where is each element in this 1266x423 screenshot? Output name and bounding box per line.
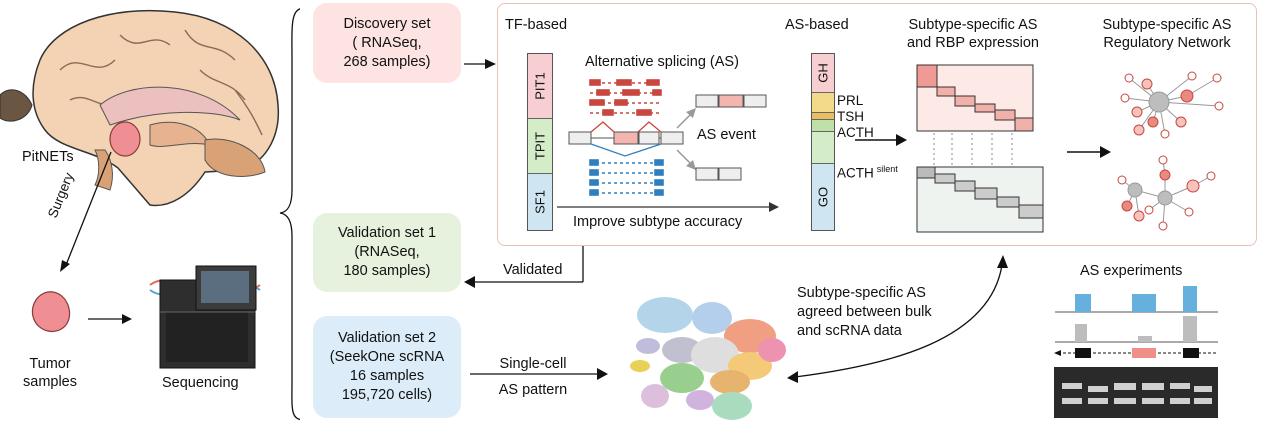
gene-model [568,121,684,157]
bidirectional-arrow [794,264,1003,378]
red-isoforms [589,79,662,116]
as-subtype-prl: PRL [837,93,864,108]
as-bar: GH GO [811,53,835,231]
validated-label: Validated [503,262,563,278]
as-title: Alternative splicing (AS) [585,54,739,70]
tumor-sample-icon [31,291,71,333]
bottom-flow-graphics [464,246,1218,420]
agreed-label: Subtype-specific AS agreed between bulk … [797,285,932,339]
pituitary-tumor-icon [109,121,141,157]
as-segment-acth [812,120,834,132]
as-event-label: AS event [697,127,756,143]
tf-segment-tpit: TPIT [528,119,552,174]
improve-accuracy-label: Improve subtype accuracy [573,214,743,230]
as-segment-acth-silent [812,132,834,164]
network-title: Subtype-specific AS Regulatory Network [1102,17,1232,51]
single-cell-label: Single-cell AS pattern [498,356,568,398]
pitnets-label: PitNETs [22,149,74,165]
subtype-heatmap-top [916,64,1034,132]
regulatory-network-bottom [1117,155,1216,231]
as-segment-gh: GH [812,54,834,93]
rbp-heatmap-bottom [916,166,1044,233]
brain-icon [0,9,280,207]
analysis-panel [497,3,1257,246]
discovery-arrow [464,59,496,69]
validation-set-1-box: Validation set 1 (RNASeq, 180 samples) [313,213,461,292]
regulatory-network-top [1120,71,1224,139]
sequencer-icon [149,265,261,369]
as-segment-go: GO [812,164,834,230]
as-subtype-acth: ACTH [837,125,874,140]
brace [279,8,300,421]
validation-set-2-box: Validation set 2 (SeekOne scRNA 16 sampl… [313,316,461,418]
tf-based-title: TF-based [505,17,568,33]
as-subtype-tsh: TSH [837,109,864,124]
as-event-models [695,94,767,181]
as-segment-prl [812,93,834,113]
discovery-set-box: Discovery set ( RNASeq, 268 samples) [313,3,461,83]
subtype-specific-title: Subtype-specific AS and RBP expression [907,17,1039,51]
as-segment-tsh [812,113,834,120]
tf-segment-sf1: SF1 [528,174,552,230]
heatmap-connectors [933,133,1013,165]
tf-segment-pit1: PIT1 [528,54,552,119]
umap-clusters [630,297,786,420]
left-illustration [0,8,300,421]
tumor-label: Tumor samples [23,356,77,390]
panel-graphics [557,64,1224,233]
as-experiments-label: AS experiments [1080,263,1183,279]
sequencing-label: Sequencing [162,375,239,391]
blue-isoforms [589,159,664,196]
tf-bar: PIT1 TPIT SF1 [527,53,553,231]
as-based-title: AS-based [785,17,849,33]
as-experiments-tracks [1054,286,1218,418]
surgery-arrow [65,151,112,266]
